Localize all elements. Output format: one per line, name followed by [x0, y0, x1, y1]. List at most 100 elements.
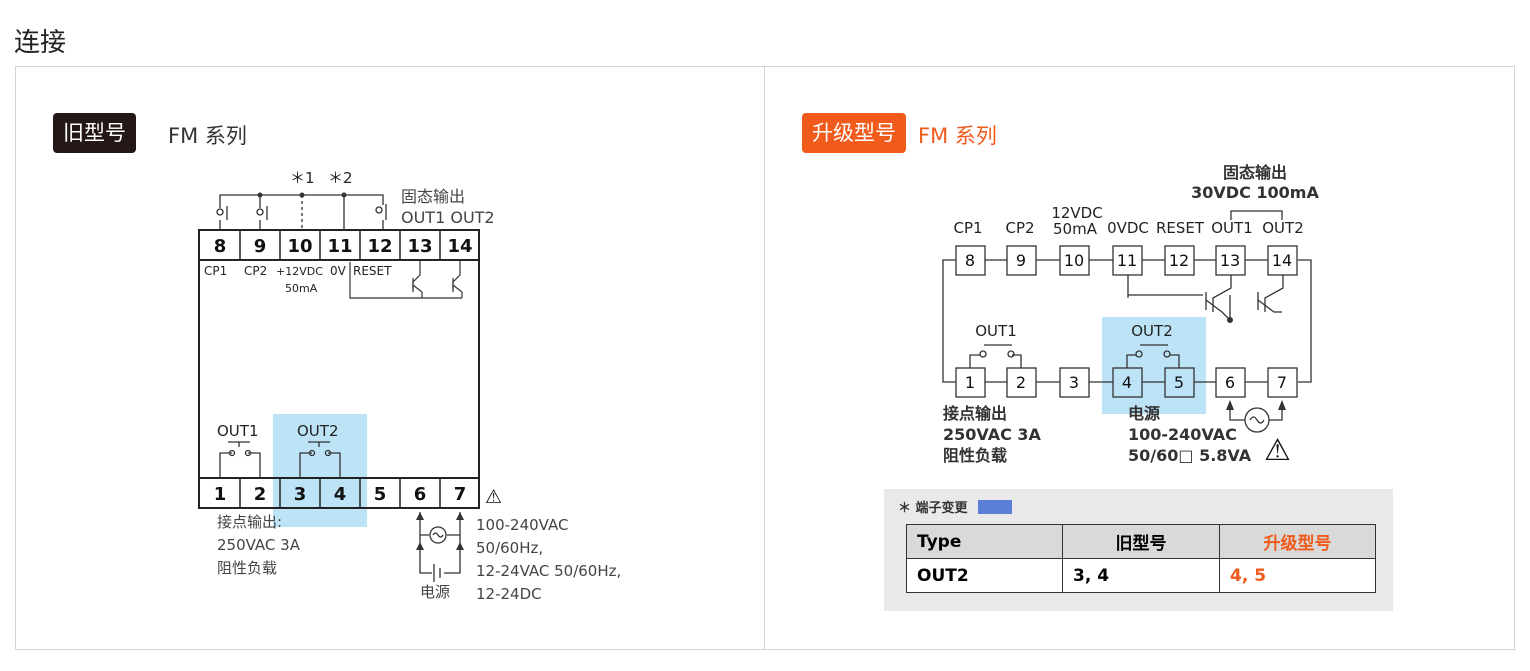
new-power-line1: 电源 [1128, 404, 1160, 423]
old-terminal-5: 5 [374, 484, 387, 505]
old-terminal-9: 9 [254, 236, 267, 257]
new-label-out2-top: OUT2 [1262, 219, 1304, 237]
old-terminal-4: 4 [334, 484, 347, 505]
new-label-cp2: CP2 [1005, 219, 1034, 237]
new-terminal-4: 4 [1122, 373, 1132, 392]
new-out1-label: OUT1 [975, 322, 1017, 340]
terminal-change-swatch [978, 500, 1012, 514]
new-relay-contacts [969, 344, 1180, 368]
old-transistor-symbols [349, 260, 463, 299]
old-out-labels: OUT1 OUT2 [401, 208, 495, 227]
old-label-50ma: 50mA [285, 282, 318, 295]
old-terminal-2: 2 [254, 484, 267, 505]
new-terminal-12: 12 [1169, 251, 1189, 270]
header-new-model: 升级型号 [1219, 524, 1376, 559]
new-solid-state-bracket [1230, 210, 1283, 220]
new-terminal-6: 6 [1225, 373, 1235, 392]
new-power-line2: 100-240VAC [1128, 425, 1237, 444]
new-out2-label: OUT2 [1131, 322, 1173, 340]
new-terminal-10: 10 [1064, 251, 1084, 270]
terminal-change-note: ＊ 端子变更 [898, 501, 968, 516]
header-type: Type [906, 524, 1063, 559]
old-solid-state-label: 固态输出 [401, 187, 465, 206]
old-terminal-7: 7 [454, 484, 467, 505]
new-label-50ma: 50mA [1053, 220, 1098, 238]
new-terminal-2: 2 [1016, 373, 1026, 392]
panel-divider [764, 67, 765, 649]
new-terminal-1: 1 [965, 373, 975, 392]
old-device-body [198, 229, 480, 509]
new-warning-icon: ⚠ [1264, 433, 1291, 468]
page-title: 连接 [14, 28, 67, 58]
old-terminal-12: 12 [367, 236, 392, 257]
new-solid-state-spec: 30VDC 100mA [1191, 183, 1319, 202]
new-solid-state-label: 固态输出 [1223, 163, 1287, 182]
old-out2-label: OUT2 [297, 422, 339, 440]
old-power-arrows [416, 512, 464, 550]
old-switch-symbols [216, 204, 387, 220]
new-power-line3: 50/60□ 5.8VA [1128, 446, 1252, 465]
new-outer-wiring [942, 259, 1312, 383]
old-terminal-14: 14 [447, 236, 472, 257]
old-power-spec-2: 50/60Hz, [476, 539, 543, 557]
cell-type: OUT2 [906, 558, 1063, 593]
new-terminal-14: 14 [1272, 251, 1292, 270]
cell-old-value: 3, 4 [1062, 558, 1220, 593]
cell-new-value: 4, 5 [1219, 558, 1376, 593]
old-model-badge: 旧型号 [53, 113, 136, 153]
old-label-cp2: CP2 [244, 264, 267, 278]
new-label-cp1: CP1 [953, 219, 982, 237]
old-top-terminal-dividers [239, 230, 441, 260]
table-row: OUT2 3, 4 4, 5 [906, 558, 1376, 593]
old-top-junctions [257, 192, 347, 198]
old-warning-icon: ⚠ [485, 486, 502, 508]
new-terminal-9: 9 [1016, 251, 1026, 270]
old-terminal-8: 8 [214, 236, 227, 257]
new-terminal-7: 7 [1277, 373, 1287, 392]
old-label-reset: RESET [353, 264, 392, 278]
new-model-badge: 升级型号 [802, 113, 906, 153]
new-contact-output-line3: 阻性负载 [943, 446, 1007, 465]
terminal-change-table: Type 旧型号 升级型号 OUT2 3, 4 4, 5 [906, 524, 1376, 593]
old-terminal-10: 10 [287, 236, 312, 257]
new-label-0vdc: 0VDC [1107, 219, 1149, 237]
old-mark-2: ＊2 [328, 169, 353, 187]
old-terminal-3: 3 [294, 484, 307, 505]
old-model-series: FM 系列 [168, 124, 247, 148]
old-terminal-13: 13 [407, 236, 432, 257]
table-header-row: Type 旧型号 升级型号 [906, 524, 1376, 559]
old-terminal-1: 1 [214, 484, 227, 505]
new-power-source [1229, 402, 1283, 433]
new-terminal-11: 11 [1117, 251, 1137, 270]
new-label-reset: RESET [1156, 219, 1205, 237]
old-out1-label: OUT1 [217, 422, 259, 440]
old-contact-output-line1: 接点输出: [217, 513, 282, 531]
old-contact-output-line3: 阻性负载 [217, 559, 277, 577]
old-bottom-terminal-dividers [239, 478, 441, 508]
new-contact-output-line2: 250VAC 3A [943, 425, 1042, 444]
new-contact-output-line1: 接点输出 [943, 404, 1007, 423]
old-power-spec-4: 12-24DC [476, 585, 542, 603]
old-power-label: 电源 [420, 583, 450, 601]
old-terminal-11: 11 [327, 236, 352, 257]
new-label-out1-top: OUT1 [1211, 219, 1253, 237]
old-label-0v: 0V [330, 264, 347, 278]
new-label-12vdc: 12VDC [1051, 204, 1102, 222]
old-power-spec-1: 100-240VAC [476, 516, 568, 534]
old-mark-1: ＊1 [290, 169, 315, 187]
old-power-spec-3: 12-24VAC 50/60Hz, [476, 562, 621, 580]
new-terminal-8: 8 [965, 251, 975, 270]
old-label-12vdc: +12VDC [276, 265, 323, 278]
old-contact-output-line2: 250VAC 3A [217, 536, 301, 554]
new-model-series: FM 系列 [918, 124, 997, 148]
old-terminal-6: 6 [414, 484, 427, 505]
new-terminal-3: 3 [1069, 373, 1079, 392]
new-terminal-13: 13 [1220, 251, 1240, 270]
header-old-model: 旧型号 [1062, 524, 1220, 559]
new-terminal-5: 5 [1174, 373, 1184, 392]
content-frame [15, 66, 1515, 650]
new-out2-highlight [1102, 317, 1206, 414]
old-label-cp1: CP1 [204, 264, 227, 278]
